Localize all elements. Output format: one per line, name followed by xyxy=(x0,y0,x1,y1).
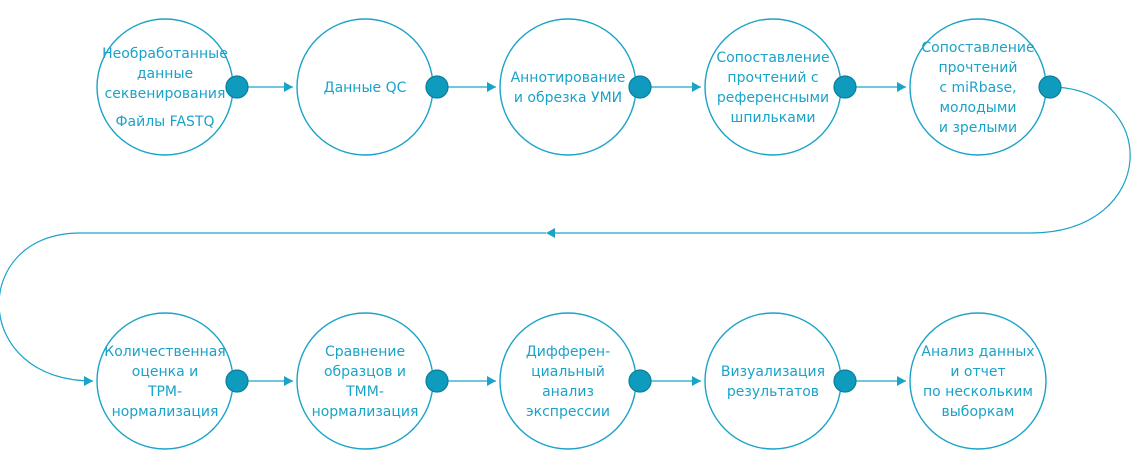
step-label-line: по нескольким xyxy=(923,384,1033,400)
step-label-line: образцов и xyxy=(324,364,406,380)
step-label-line: данные xyxy=(137,66,193,82)
step-node-quantification: Количественная оценка и TPM-нормализация xyxy=(96,312,249,450)
connector-arrow-icon xyxy=(487,376,496,386)
connector-dot xyxy=(225,75,249,99)
step-ring xyxy=(499,312,637,450)
connector-arrow-icon xyxy=(284,82,293,92)
step-node-differential-analysis: Дифферен-циальный анализ экспрессии xyxy=(499,312,652,450)
step-label-line: шпильками xyxy=(731,110,816,126)
step-label-line: Количественная xyxy=(104,344,225,360)
step-ring xyxy=(704,18,842,156)
return-arrow-icon xyxy=(546,228,555,238)
step-label-line: Сравнение xyxy=(325,344,405,360)
connector-arrow-icon xyxy=(692,376,701,386)
step-node-sample-comparison: Сравнение образцов и TMM-нормализация xyxy=(296,312,449,450)
step-label-line: Сопоставление xyxy=(716,50,829,66)
step-label-line: референсными xyxy=(717,90,829,106)
step-ring xyxy=(296,312,434,450)
step-label-line: прочтений с xyxy=(727,70,818,86)
step-label-line: и отчет xyxy=(950,364,1005,380)
step-ring xyxy=(704,312,842,450)
step-node-mirbase-mapping: Сопоставление прочтений с miRbase, молодыми… xyxy=(909,18,1062,156)
step-label-line: прочтений xyxy=(939,60,1018,76)
step-label-line: молодыми xyxy=(939,100,1016,116)
step-label-line: и зрелыми xyxy=(939,120,1017,136)
step-ring xyxy=(499,18,637,156)
connector-dot xyxy=(225,369,249,393)
step-label-line: Необработанные xyxy=(102,46,228,62)
step-label-line: Сопоставление xyxy=(921,40,1034,56)
return-connector-upper xyxy=(555,86,1131,234)
step-label-line: Анализ данных xyxy=(921,344,1034,360)
step-label-line: нормализация xyxy=(312,404,419,420)
step-label-line: оценка и xyxy=(132,364,198,380)
step-ring xyxy=(909,312,1047,450)
connector-arrow-icon xyxy=(284,376,293,386)
step-label-line: Аннотирование xyxy=(511,70,626,86)
step-label-line: TMM- xyxy=(345,384,384,400)
step-node-qc-data: Данные QC xyxy=(296,18,449,156)
step-label-line: выборкам xyxy=(942,404,1015,420)
step-node-multi-sample-report: Анализ данных и отчет по нескольким выборка… xyxy=(909,312,1047,450)
step-node-umi-annotation: Аннотирование и обрезка УМИ xyxy=(499,18,652,156)
step-node-visualization: Визуализация результатов xyxy=(704,312,857,450)
connector-arrow-icon xyxy=(692,82,701,92)
connector-dot xyxy=(833,369,857,393)
connector-dot xyxy=(833,75,857,99)
step-ring xyxy=(96,312,234,450)
step-label-line: TPM- xyxy=(147,384,182,400)
connector-dot xyxy=(425,75,449,99)
step-label-line: Дифферен- xyxy=(526,344,610,360)
return-connector-lower xyxy=(0,232,546,382)
step-label-line: и обрезка УМИ xyxy=(514,90,622,106)
step-label-line: с miRbase, xyxy=(939,80,1016,96)
connector-dot xyxy=(425,369,449,393)
connector-arrow-icon xyxy=(897,82,906,92)
connectors xyxy=(0,82,1131,386)
step-node-raw-data: Необработанные данные секвенированияФайлы … xyxy=(96,18,249,156)
step-label-line: экспрессии xyxy=(526,404,610,420)
step-label-line: анализ xyxy=(542,384,594,400)
connector-arrow-icon xyxy=(897,376,906,386)
nodes: Необработанные данные секвенированияФайлы … xyxy=(96,18,1062,450)
step-node-spike-in-mapping: Сопоставление прочтений с референсными шпил… xyxy=(704,18,857,156)
step-label-line: Визуализация xyxy=(721,364,825,380)
step-label-line: циальный xyxy=(531,364,605,380)
step-label-line: результатов xyxy=(727,384,819,400)
step-label-line: Файлы FASTQ xyxy=(116,114,215,130)
connector-arrow-icon xyxy=(84,376,93,386)
connector-arrow-icon xyxy=(487,82,496,92)
connector-dot xyxy=(628,75,652,99)
connector-dot xyxy=(1038,75,1062,99)
step-label-line: нормализация xyxy=(112,404,219,420)
step-label-line: Данные QC xyxy=(324,80,407,96)
connector-dot xyxy=(628,369,652,393)
step-label-line: секвенирования xyxy=(105,86,226,102)
